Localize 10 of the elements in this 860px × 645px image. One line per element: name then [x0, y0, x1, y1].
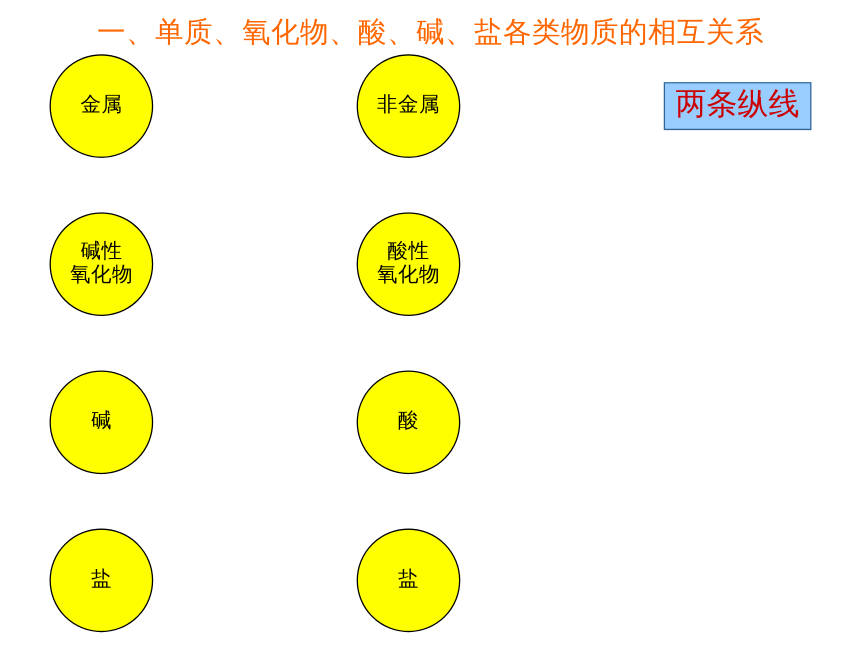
- node-circle: 非金属: [356, 54, 460, 158]
- node-circle: 碱: [49, 370, 153, 474]
- node-circle: 盐: [356, 528, 460, 632]
- node-circle: 碱性氧化物: [49, 212, 153, 316]
- node-circle: 酸性氧化物: [356, 212, 460, 316]
- diagram-title: 一、单质、氧化物、酸、碱、盐各类物质的相互关系: [96, 15, 764, 48]
- node-circle: 酸: [356, 370, 460, 474]
- label: 两条纵线: [675, 86, 800, 122]
- node-circle: 盐: [49, 528, 153, 632]
- node-circle: 金属: [49, 54, 153, 158]
